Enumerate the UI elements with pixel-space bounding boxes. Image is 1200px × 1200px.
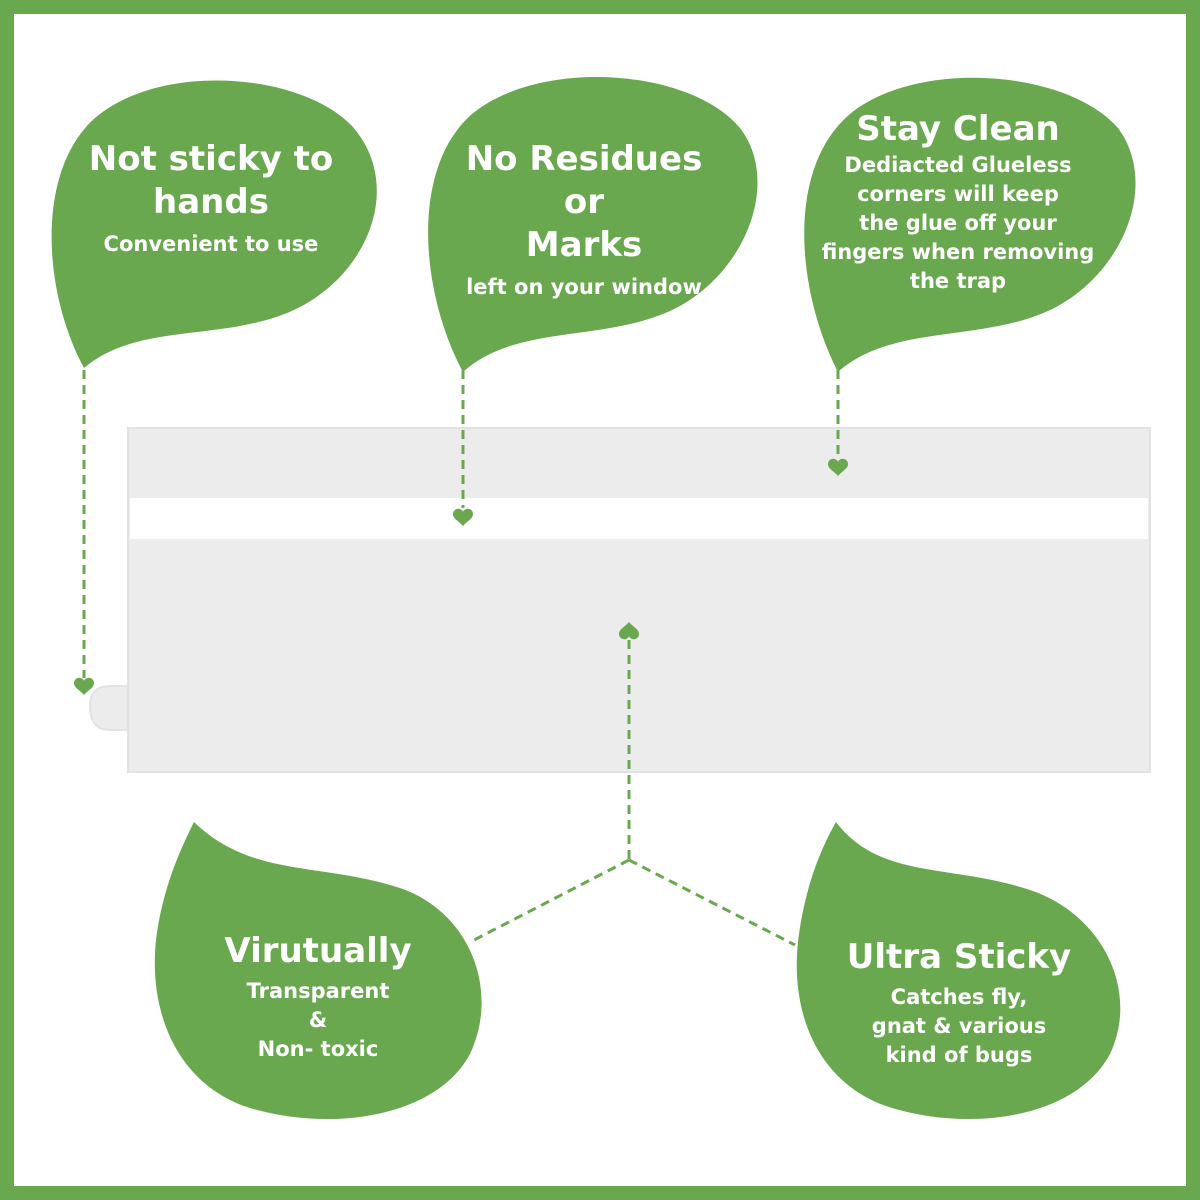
callout-line: Non- toxic	[257, 1037, 379, 1061]
callout-title: Ultra Sticky	[846, 937, 1072, 977]
bubble-ultra-sticky	[796, 822, 1121, 1120]
strip-body	[127, 427, 1151, 773]
callout-line: Dediacted Glueless	[844, 153, 1072, 177]
callout-line: kind of bugs	[885, 1043, 1033, 1067]
bubble-stay-clean	[804, 77, 1136, 372]
callout-title: Stay Clean	[856, 109, 1060, 149]
callout-line: fingers when removing	[821, 240, 1095, 264]
callout-line: the trap	[909, 269, 1007, 293]
callout-line: Catches fly,	[890, 985, 1028, 1009]
callout-not-sticky: Not sticky to hands Convenient to use	[80, 138, 342, 259]
connector-lines	[82, 370, 840, 947]
leaf-bubbles	[51, 77, 1136, 1120]
strip-tab	[88, 685, 129, 731]
bubble-no-residues	[428, 77, 758, 372]
callout-ultra-sticky: Ultra Sticky Catches fly, gnat & various…	[836, 936, 1082, 1070]
heart-pointer-icon	[619, 622, 639, 640]
callout-no-residues: No Residues or Marks left on your window	[444, 138, 724, 302]
callout-line: the glue off your	[859, 211, 1057, 235]
callout-title: hands	[153, 182, 269, 222]
connector-ultra-sticky	[628, 858, 796, 947]
callout-subtitle: Convenient to use	[103, 232, 319, 256]
heart-pointer-icon	[828, 458, 848, 476]
bubble-not-sticky	[51, 80, 377, 369]
callout-title: Virutually	[224, 931, 412, 971]
callout-subtitle: left on your window	[466, 275, 702, 299]
callout-title: Marks	[525, 225, 643, 265]
connector-virtually	[473, 858, 630, 942]
heart-pointer-icon	[453, 508, 473, 526]
callout-line: corners will keep	[857, 182, 1059, 206]
bubble-virtually	[154, 822, 482, 1120]
callout-line: gnat & various	[871, 1014, 1047, 1038]
callout-title: Not sticky to	[88, 139, 334, 179]
glueless-band	[130, 498, 1148, 539]
callout-line: &	[308, 1008, 328, 1032]
callout-line: Transparent	[246, 979, 390, 1003]
callout-virtually: Virutually Transparent & Non- toxic	[198, 930, 438, 1064]
callout-title: No Residues or	[465, 139, 703, 222]
pointer-icons	[74, 458, 848, 695]
heart-pointer-icon	[74, 677, 94, 695]
callout-stay-clean: Stay Clean Dediacted Glueless corners wi…	[812, 108, 1104, 296]
sticky-trap-strip	[88, 427, 1151, 773]
